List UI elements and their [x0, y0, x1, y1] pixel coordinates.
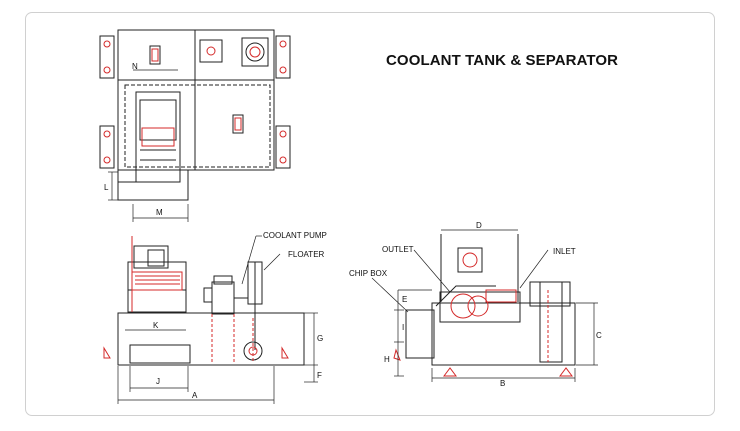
outlet-leader	[413, 249, 451, 293]
tank-outline-front	[117, 312, 305, 366]
dim-j: J	[156, 377, 160, 386]
dim-h: H	[384, 355, 390, 364]
dim-l: L	[104, 183, 109, 192]
top-view-accents	[103, 40, 287, 164]
dim-a: A	[192, 391, 198, 400]
front-view-accents	[103, 236, 289, 362]
label-chip-box: CHIP BOX	[349, 269, 388, 278]
figure-card	[25, 12, 715, 416]
separator-top	[135, 91, 181, 183]
dim-c: C	[596, 331, 602, 340]
front-view	[117, 245, 305, 366]
tank-outline-side	[431, 302, 576, 366]
label-outlet: OUTLET	[382, 245, 414, 254]
diagram-title: COOLANT TANK & SEPARATOR	[386, 52, 619, 69]
dim-e: E	[402, 295, 407, 304]
floater-leader	[263, 253, 281, 271]
dim-f: F	[317, 371, 322, 380]
side-view-accents	[393, 252, 573, 377]
dim-b: B	[500, 379, 505, 388]
coolant-pump-front	[211, 281, 235, 315]
front-view-dimensions	[117, 312, 318, 404]
chip-box-leader	[371, 277, 409, 313]
dim-n: N	[132, 62, 138, 71]
chip-box-side	[405, 309, 435, 359]
dim-i: I	[402, 323, 404, 332]
coolant-pump-leader	[241, 235, 257, 285]
dim-d: D	[476, 221, 482, 230]
label-inlet: INLET	[553, 247, 576, 256]
dim-m: M	[156, 208, 163, 217]
top-view-dimensions	[108, 69, 189, 222]
dim-k: K	[153, 321, 159, 330]
label-floater: FLOATER	[288, 250, 325, 259]
side-view-dimensions	[394, 229, 598, 382]
label-coolant-pump: COOLANT PUMP	[263, 231, 327, 240]
inlet-leader	[519, 249, 549, 289]
separator-front	[127, 261, 187, 313]
tank-outline-top	[117, 29, 275, 171]
side-view	[405, 234, 576, 366]
dim-g: G	[317, 334, 323, 343]
top-view	[99, 29, 291, 201]
